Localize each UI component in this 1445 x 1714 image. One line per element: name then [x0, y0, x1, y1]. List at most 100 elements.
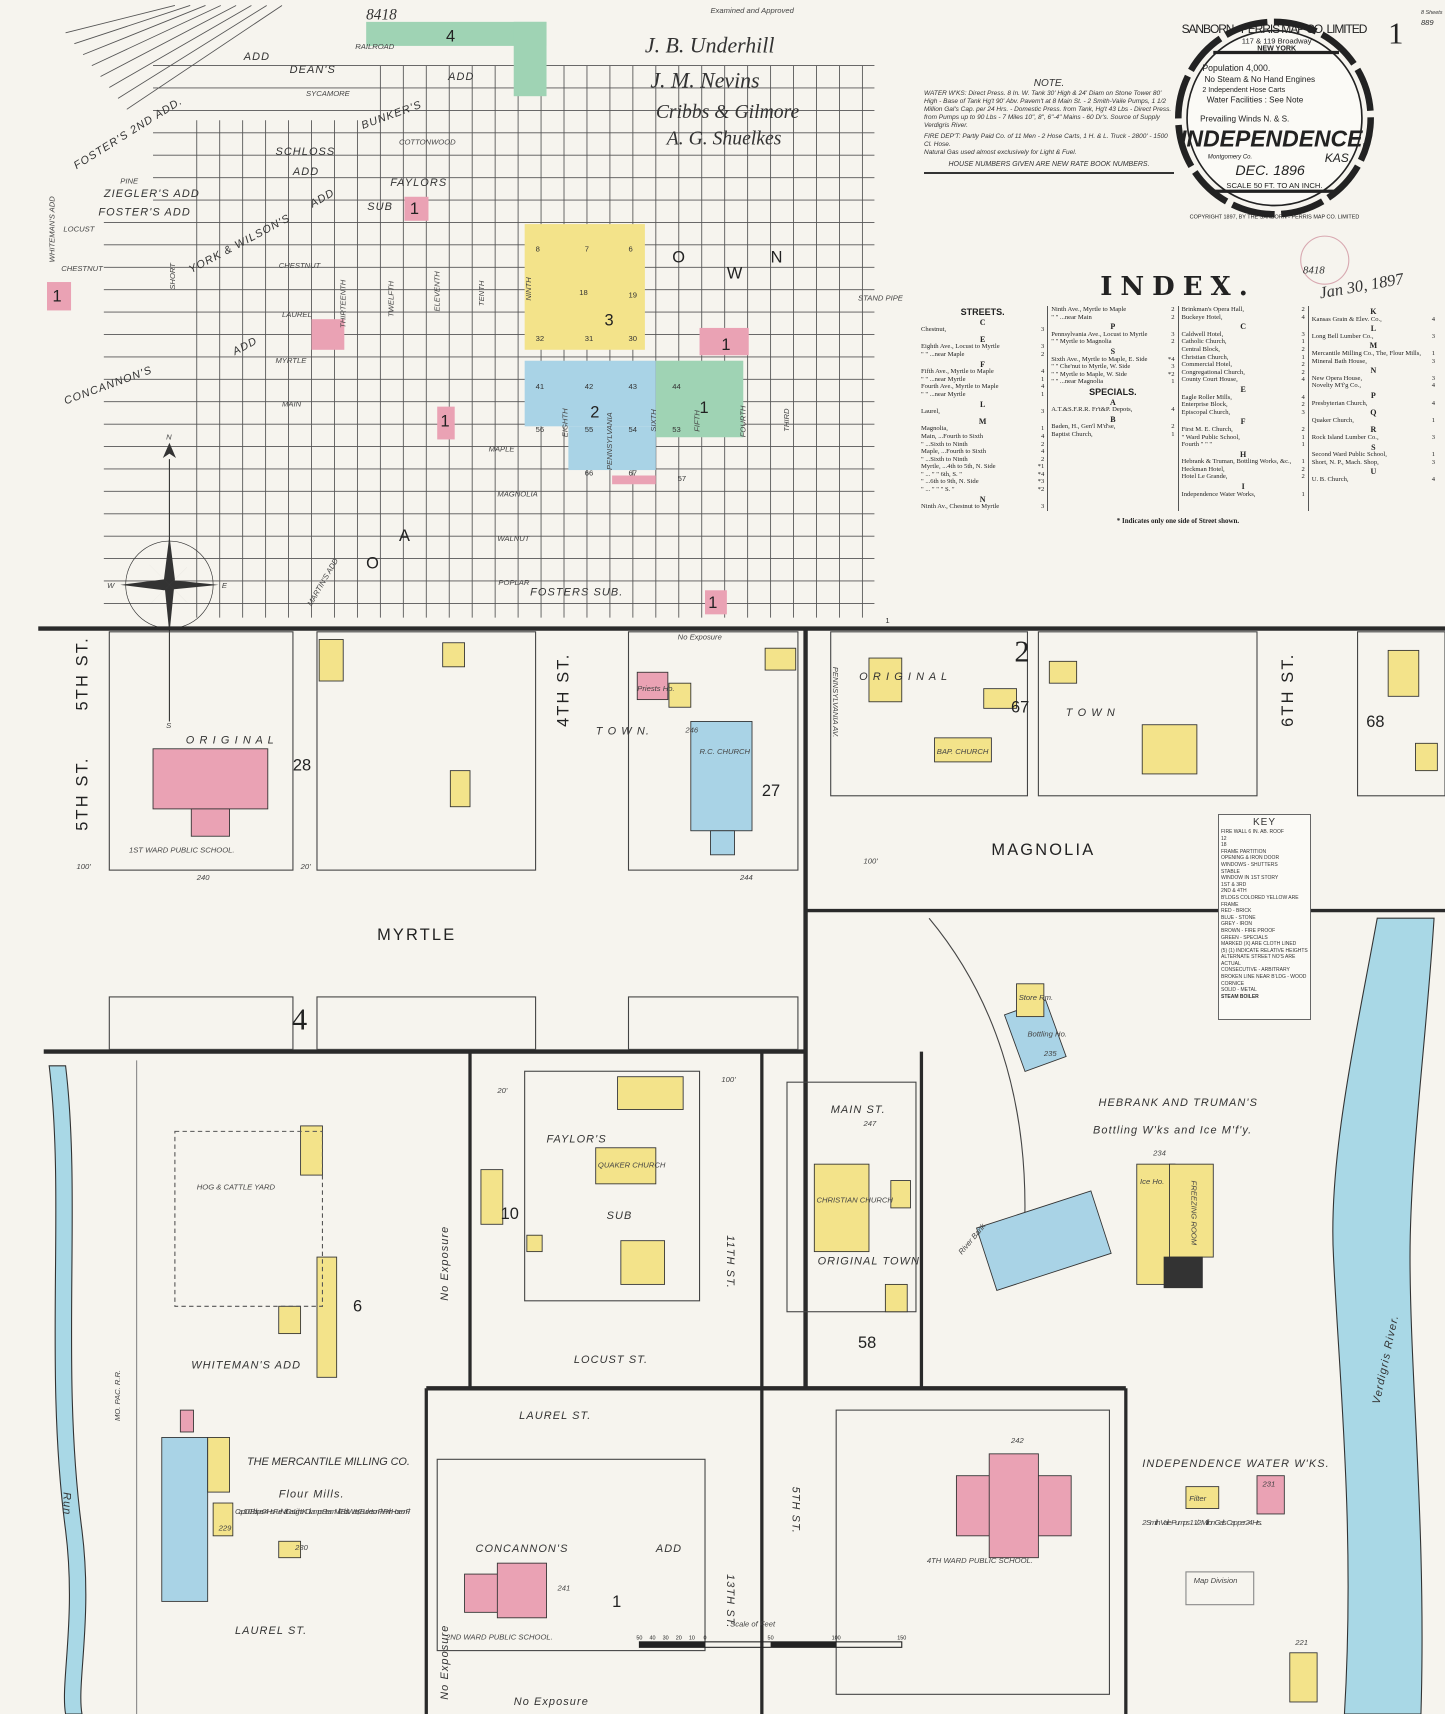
sheet-ref-3[interactable]: 3: [604, 312, 613, 330]
address-number: 20': [496, 1086, 507, 1095]
index-entry: Mineral Bath House,3: [1312, 358, 1435, 366]
index-entry-name: Mercantile Milling Co., The, Flour Mills…: [1311, 349, 1421, 357]
index-entry-name: Fifth Ave., Myrtle to Maple: [921, 368, 994, 376]
index-entry-sheet: 1: [1040, 425, 1045, 433]
key-legend-item: WINDOW IN 1ST STORY: [1221, 875, 1279, 882]
index-entry-name: Baden, H., Gen'l M'd'se,: [1051, 423, 1116, 431]
index-entry-sheet: *3: [1037, 478, 1045, 486]
river-bank-line: [928, 917, 1026, 1269]
compass-s: S: [166, 721, 172, 730]
railroad-line: [74, 5, 191, 45]
index-entry-sheet: 3: [1171, 363, 1175, 371]
index-entry-name: Heckman Hotel,: [1181, 465, 1225, 473]
index-entry-sheet: 4: [1301, 376, 1305, 384]
index-entry: County Court House,4: [1182, 376, 1305, 384]
key-legend-item: MARKED (X) ARE CLOTH LINED: [1221, 941, 1297, 948]
key-legend-item: ALTERNATE STREET NO'S ARE ACTUAL: [1221, 954, 1296, 967]
block-67: 67: [1011, 699, 1029, 717]
index-entry-sheet: 4: [1040, 368, 1045, 376]
address-number: 240: [196, 873, 210, 882]
index-letter: H: [1240, 449, 1247, 459]
key-map-street-grid: [65, 5, 875, 618]
index-section-heading: SPECIALS.: [1089, 386, 1137, 397]
index-letter: U: [1370, 467, 1377, 477]
sheet-ref-2[interactable]: 2: [1014, 634, 1029, 668]
block-outlines: [108, 631, 1445, 1695]
index-letter: E: [979, 334, 986, 344]
label-thirteenth: THIRTEENTH: [338, 279, 347, 328]
addition-concannons: CONCANNON'S: [475, 1543, 568, 1555]
label-fosters-2nd-add: FOSTER'S 2ND ADD.: [72, 95, 185, 172]
index-entry: Enterprise Block,2: [1182, 401, 1305, 409]
compass-w: W: [107, 581, 115, 590]
label-freezing-room: FREEZING ROOM: [1189, 1181, 1198, 1246]
label-no-exposure: No Exposure: [439, 1625, 451, 1700]
address-number: 100': [721, 1075, 736, 1084]
sheet-ref-1[interactable]: 1: [440, 412, 449, 430]
library-stamp: [1300, 235, 1350, 285]
address-number: 100': [864, 857, 879, 866]
sheet-ref-4[interactable]: 4: [292, 1003, 307, 1037]
scale-label: Scale of Feet: [730, 1620, 776, 1629]
key-legend-item: BLUE - STONE: [1221, 914, 1256, 921]
sheet1-area: [437, 406, 455, 440]
sheet-ref-1[interactable]: 1: [708, 594, 717, 612]
block-number: 31: [585, 334, 593, 343]
label-whitemans-add: WHITEMAN'S ADD: [48, 196, 57, 263]
label-original-letter: A: [399, 527, 412, 545]
label-rc-church: R.C. CHURCH: [700, 747, 751, 756]
label-magnolia: MAGNOLIA: [497, 489, 537, 498]
signature: A. G. Shuelkes: [665, 127, 782, 149]
publisher-name: SANBORN - PERRIS MAP CO. LIMITED: [1182, 22, 1368, 36]
sheet-ref-1[interactable]: 1: [700, 399, 709, 417]
index-entry-sheet: 2: [1171, 338, 1175, 346]
index-entry-sheet: 2: [1301, 306, 1305, 313]
index-letter: L: [1370, 324, 1377, 334]
index-entry-name: " ...Sixth to Ninth: [921, 440, 968, 448]
label-town-letter: W: [727, 265, 745, 283]
map-division-label: Map Division: [1194, 1576, 1238, 1585]
index-entry-sheet: 2: [1040, 455, 1045, 463]
block-27: 27: [762, 782, 780, 800]
compass-e: E: [222, 581, 228, 590]
label-fourth: FOURTH: [738, 405, 747, 437]
scale-tick: 100: [832, 1636, 841, 1642]
index-entry-sheet: 3: [1431, 332, 1435, 340]
buildings: [152, 639, 1438, 1703]
index-entry-name: Baptist Church,: [1051, 430, 1093, 438]
label-twelfth: TWELFTH: [386, 280, 395, 317]
label-add: ADD: [292, 166, 319, 178]
sheet-ref-4[interactable]: 4: [446, 28, 455, 46]
index-entry-sheet: 1: [1301, 353, 1305, 361]
north-arrow-icon: [162, 442, 176, 459]
index-entry-sheet: 3: [1431, 433, 1435, 441]
label-sixth: SIXTH: [649, 409, 658, 432]
railroad-line: [82, 5, 206, 56]
index-entry-name: " ...6th to 9th, N. Side: [921, 478, 979, 486]
index-entry-sheet: *2: [1037, 486, 1045, 494]
sheet-ref-1[interactable]: 1: [721, 336, 730, 354]
sheet-ref-2[interactable]: 2: [590, 404, 599, 422]
label-martins-add: MARTIN'S ADD: [305, 556, 340, 607]
sheet-ref-1[interactable]: 1: [52, 288, 61, 306]
index-entry-sheet: 2: [1171, 306, 1175, 313]
signature: J. B. Underhill: [645, 33, 775, 57]
scale-tick: 20: [676, 1636, 682, 1642]
map-scale: SCALE 50 FT. TO AN INCH.: [1226, 181, 1322, 190]
block-number: 30: [628, 334, 636, 343]
sheet-ref-1[interactable]: 1: [410, 200, 419, 218]
addition-original: O R I G I N A L: [186, 734, 275, 746]
index-entry-name: " " Myrtle to Magnolia: [1051, 338, 1112, 346]
index-entry-name: " Ward Public School,: [1181, 433, 1240, 441]
block-number: 41: [536, 382, 544, 391]
label-locust: LOCUST: [63, 225, 95, 234]
index-entry-sheet: 2: [1301, 425, 1305, 433]
label-store-room: Store Rm.: [1019, 993, 1053, 1002]
address-number: 229: [218, 1523, 232, 1532]
